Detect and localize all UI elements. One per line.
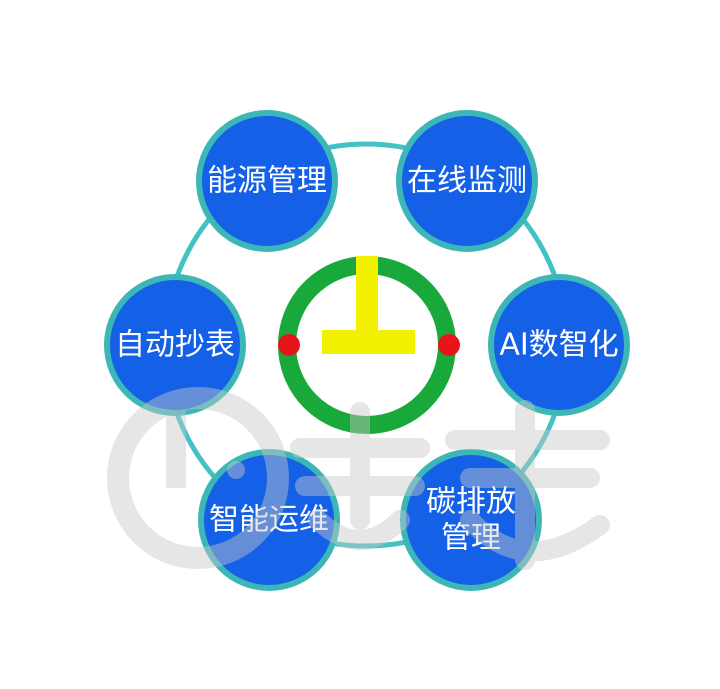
node-energy: 能源管理 [196, 110, 338, 252]
power-plug-ring-icon [278, 256, 460, 434]
node-monitor: 在线监测 [396, 110, 538, 252]
node-label: AI数智化 [499, 328, 618, 363]
node-circle [104, 274, 246, 416]
node-circle [198, 449, 340, 591]
logo-left-dot [278, 334, 300, 356]
logo-horizontal-bar [322, 330, 415, 354]
node-label: 碳排放 [426, 485, 516, 520]
watermark-glyph-right [445, 400, 610, 570]
node-circle [396, 110, 538, 252]
watermark-dot [227, 461, 245, 479]
node-circle [488, 274, 630, 416]
node-ai: AI数智化 [488, 274, 630, 416]
node-ops: 智能运维 [198, 449, 340, 591]
watermark-stem [166, 398, 186, 488]
node-circle [400, 449, 542, 591]
watermark-circle [107, 387, 289, 569]
node-label: 在线监测 [407, 164, 527, 199]
logo-right-dot [438, 334, 460, 356]
logo-vertical-bar [356, 256, 378, 336]
node-label: 智能运维 [209, 503, 329, 538]
node-label: 能源管理 [207, 164, 327, 199]
node-label: 自动抄表 [115, 328, 235, 363]
node-label: 管理 [441, 521, 501, 556]
brand-watermark-logo [107, 387, 610, 570]
watermark-glyph-left [290, 402, 430, 550]
node-circle [196, 110, 338, 252]
node-meter: 自动抄表 [104, 274, 246, 416]
